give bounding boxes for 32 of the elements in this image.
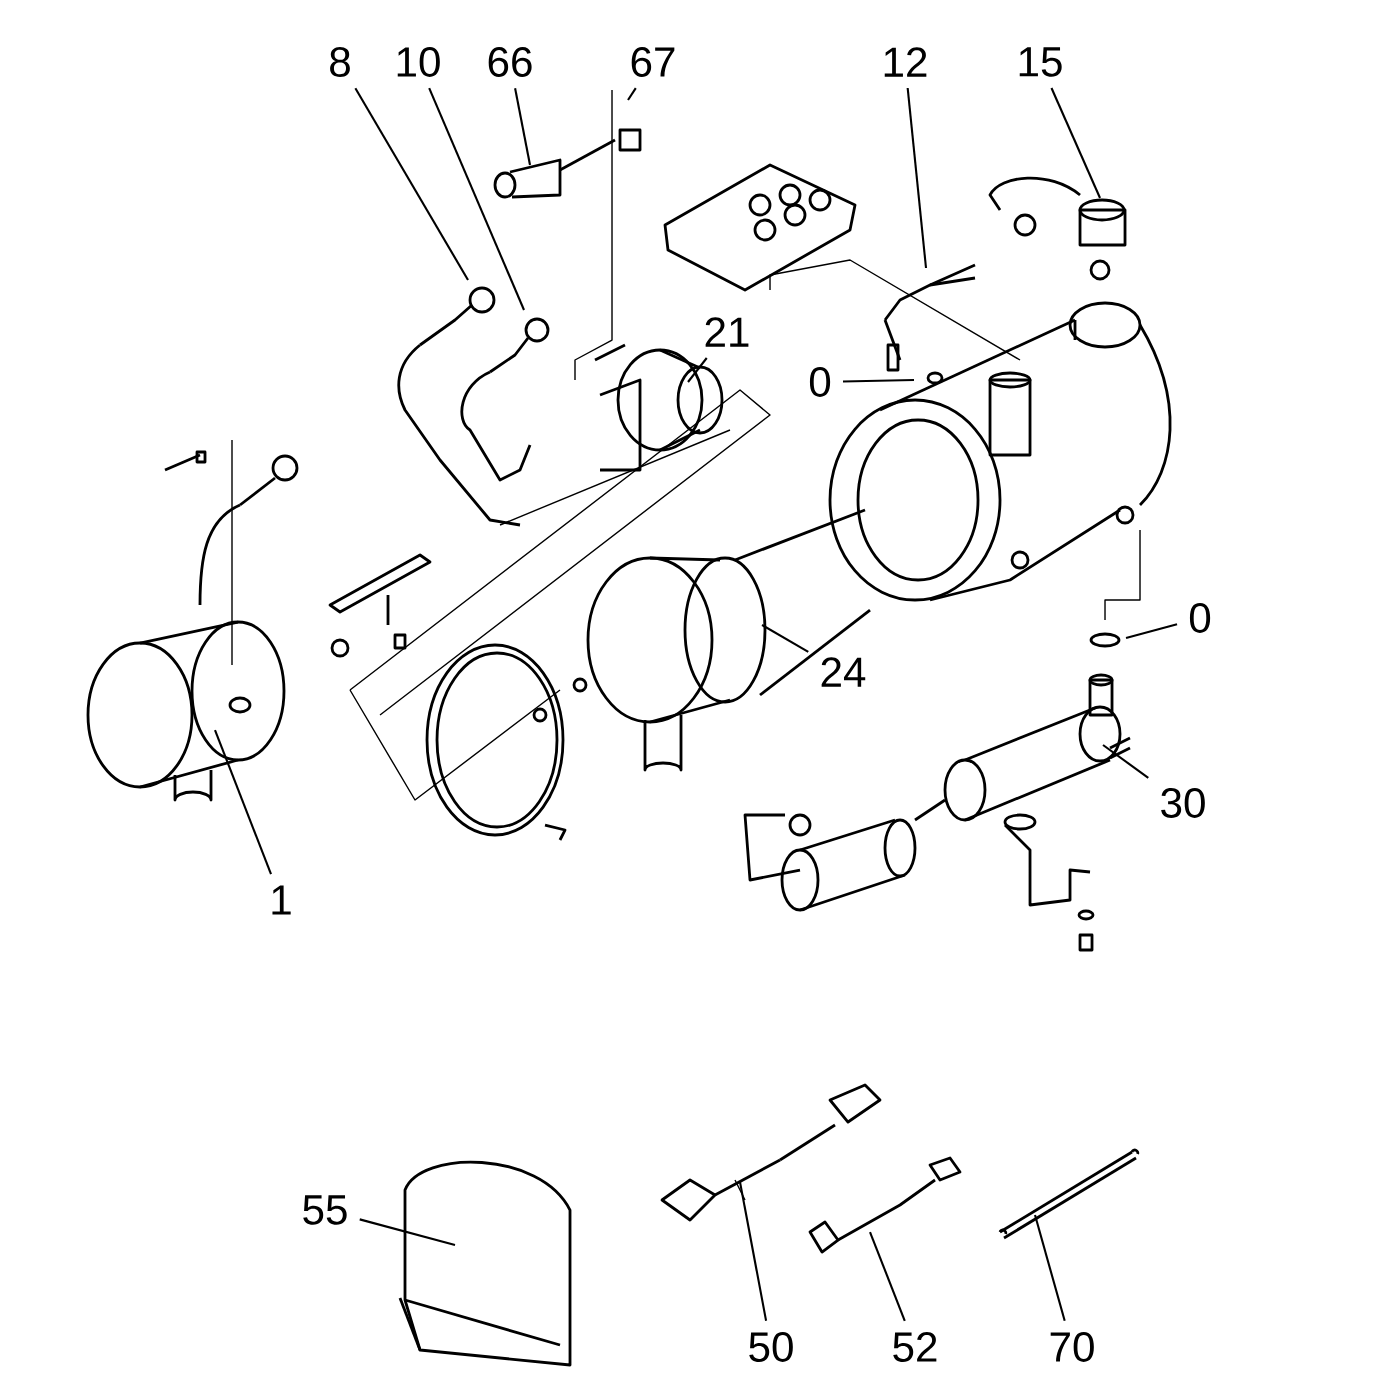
callout-number: 24 bbox=[821, 657, 866, 687]
callout-number: 66 bbox=[488, 47, 532, 77]
callout-number: 55 bbox=[303, 1195, 347, 1225]
leader-line bbox=[906, 87, 928, 269]
callout-number: 8 bbox=[330, 47, 350, 77]
callout-number: 52 bbox=[893, 1332, 937, 1362]
callout-number: 12 bbox=[884, 47, 927, 77]
leader-line bbox=[738, 1181, 768, 1321]
callout-number: 10 bbox=[397, 47, 440, 77]
callout-number: 0 bbox=[1189, 603, 1211, 633]
leader-line bbox=[359, 1218, 456, 1247]
leader-line bbox=[1125, 623, 1178, 639]
leader-line bbox=[514, 88, 532, 166]
callout-number: 21 bbox=[705, 317, 749, 347]
leader-line bbox=[761, 624, 809, 653]
callout-number: 67 bbox=[631, 47, 675, 77]
leader-line bbox=[1034, 1214, 1066, 1322]
leader-line bbox=[687, 357, 708, 383]
callout-number: 30 bbox=[1161, 788, 1205, 818]
leader-line bbox=[627, 87, 637, 101]
leader-line bbox=[214, 729, 272, 875]
leader-line bbox=[428, 87, 525, 311]
callout-number: 15 bbox=[1019, 47, 1062, 77]
callout-number: 50 bbox=[749, 1332, 793, 1362]
callout-number: 0 bbox=[809, 367, 831, 397]
leader-line bbox=[842, 378, 915, 383]
leader-line bbox=[1102, 744, 1149, 779]
leader-line bbox=[869, 1231, 906, 1322]
leader-line bbox=[354, 87, 469, 281]
callout-number: 1 bbox=[272, 885, 291, 915]
callout-number: 70 bbox=[1050, 1332, 1094, 1362]
leader-line bbox=[1050, 87, 1101, 199]
